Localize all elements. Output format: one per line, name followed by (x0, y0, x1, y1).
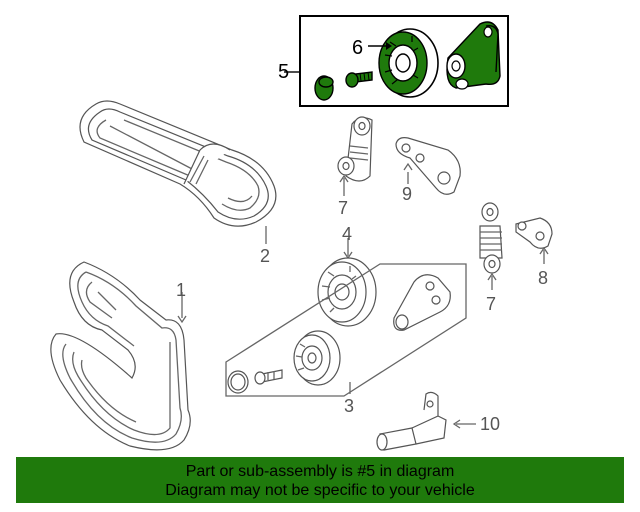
belt-2 (79, 100, 277, 244)
banner-line-1: Part or sub-assembly is #5 in diagram (185, 463, 455, 480)
bracket-8 (515, 217, 553, 264)
callout-5-label: 5 (278, 61, 289, 83)
callout-3-label: 3 (344, 396, 354, 416)
dust-cap (314, 75, 334, 101)
assembly-3 (225, 263, 467, 397)
part-10 (376, 391, 476, 451)
bracket-9 (395, 137, 461, 195)
tensioner-7-left (337, 116, 373, 196)
callout-5: 5 (278, 61, 300, 83)
callout-8-label: 8 (538, 268, 548, 288)
callout-1-label: 1 (176, 280, 186, 300)
tensioner-arm (446, 21, 501, 90)
pulley-6 (378, 28, 439, 98)
callout-6-label: 6 (352, 37, 363, 59)
banner-line-2: Diagram may not be specific to your vehi… (165, 482, 475, 499)
callout-2-label: 2 (260, 246, 270, 266)
bolt (345, 71, 373, 88)
info-banner: Part or sub-assembly is #5 in diagram Di… (16, 457, 624, 503)
assembly-5-box[interactable] (299, 15, 509, 107)
callout-10-label: 10 (480, 414, 500, 434)
callout-4-label: 4 (342, 224, 352, 244)
tensioner-7-right (479, 202, 503, 290)
belt-1 (50, 261, 191, 451)
callout-7b-label: 7 (486, 294, 496, 314)
pulley-4 (317, 238, 377, 327)
callout-7a-label: 7 (338, 198, 348, 218)
callout-9-label: 9 (402, 184, 412, 204)
